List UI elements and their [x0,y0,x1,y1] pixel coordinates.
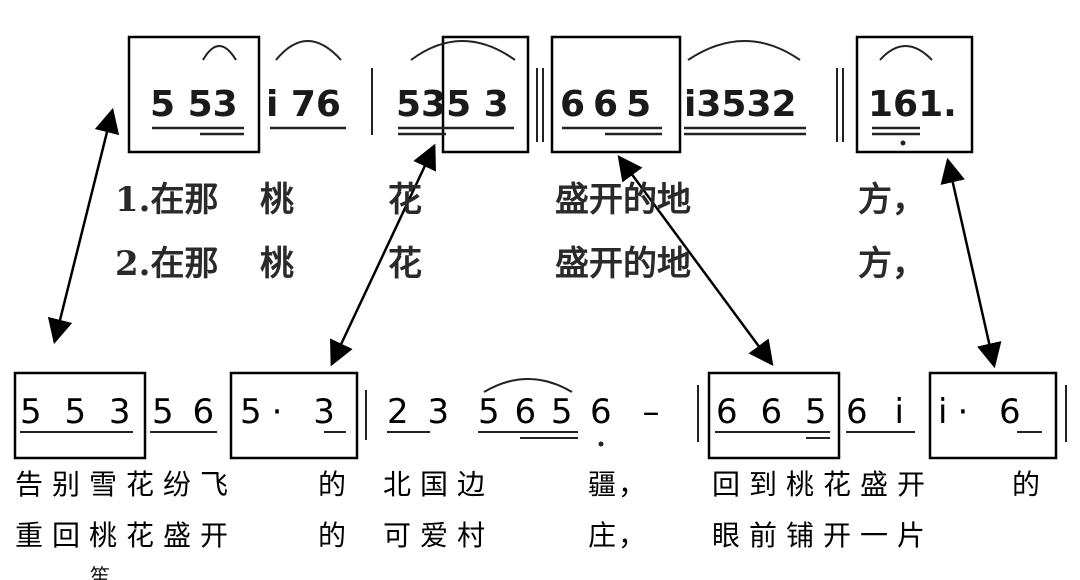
slur [410,40,516,61]
lyric-bottom-1: 的 [318,468,349,501]
highlight-box-top-4 [855,35,974,154]
lyric-top-1: 方， [858,180,926,220]
lyric-top-2: 盛开的地 [555,244,691,284]
slur [879,45,933,61]
lyric-bottom-1: 回到桃花盛开 [712,468,935,501]
note-group-top: 665 [560,84,660,125]
lyric-bottom-2: 眼前铺开一片 [712,519,935,552]
note-group-top: i 76 [266,84,341,125]
lyric-bottom-1: 疆， [588,468,649,501]
note-group-bottom: 5 6 5 [478,392,575,432]
lyric-top-2: 桃 [260,244,294,284]
slur [275,40,342,61]
lyric-top-1: 盛开的地 [555,180,691,220]
note-group-bottom: i· 6 [938,392,1031,432]
highlight-box-bottom-4 [928,371,1058,460]
note-group-bottom: 5· 3 [240,392,345,432]
lyric-bottom-1: 的 [1012,468,1043,501]
lyric-bottom-2: 可爱村 [383,519,495,552]
highlight-box-bottom-3 [707,371,841,460]
highlight-box-bottom-1 [13,371,147,460]
lyric-top-1: 1.在那 [115,180,219,220]
note-group-bottom: 5 6 [152,392,219,432]
slur [202,45,237,61]
note-group-bottom: 6 6 5 [716,392,833,432]
highlight-box-top-1 [127,35,261,154]
cropped-text-fragment: 笙 [90,564,110,580]
lyric-bottom-1: 北国边 [383,468,495,501]
double-arrow-2 [330,143,436,367]
note-group-bottom: 2 3 [387,392,454,432]
octave-dot-low [598,441,604,447]
slur [483,378,573,393]
lyric-top-1: 花 [388,180,422,220]
note-group-top: i3532 [684,84,797,125]
double-arrow-1 [47,107,120,345]
note-group-top: 161. [868,84,957,125]
lyric-bottom-1: 告别雪花纷飞 [15,468,238,501]
lyric-bottom-2: 重回桃花盛开 [15,519,238,552]
slur [687,40,801,61]
double-arrow-4 [940,157,1002,369]
note-group-bottom: 6 i [846,392,912,432]
lyric-top-2: 花 [388,244,422,284]
highlight-box-bottom-2 [229,371,359,460]
lyric-top-1: 桃 [260,180,294,220]
lyric-bottom-2: 庄， [588,519,649,552]
lyric-bottom-2: 的 [318,519,349,552]
highlight-box-top-3 [550,35,682,154]
note-group-bottom: 5 5 3 [20,392,137,432]
lyric-top-2: 方， [858,244,926,284]
lyric-top-2: 2.在那 [115,244,219,284]
note-group-top: 535 3 [396,84,509,125]
octave-dot-low [900,140,906,146]
highlight-box-top-2 [441,35,530,154]
double-arrow-3 [617,154,774,367]
note-group-top: 5 53 [150,84,238,125]
note-group-bottom: 6 – [590,392,670,432]
